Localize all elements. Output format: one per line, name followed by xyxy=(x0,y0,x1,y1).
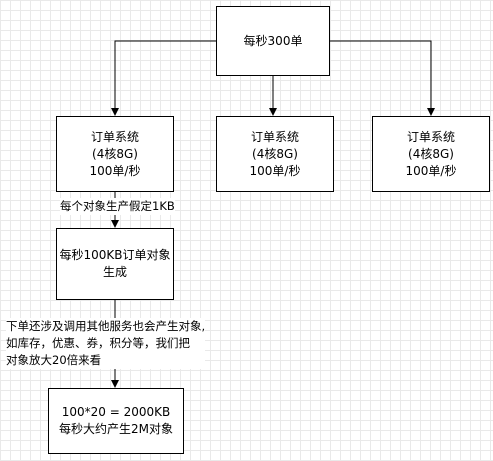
result-box-line1: 100*20 = 2000KB xyxy=(61,405,171,419)
order-system-box-1: 订单系统 (4核8G) 100单/秒 xyxy=(56,116,174,192)
gen-box-line2: 生成 xyxy=(102,265,127,279)
object-generation-box: 每秒100KB订单对象 生成 xyxy=(56,228,174,300)
note-2-line1: 下单还涉及调用其他服务也会产生对象, xyxy=(6,319,206,333)
result-box: 100*20 = 2000KB 每秒大约产生2M对象 xyxy=(48,388,184,454)
edge-note-amplification: 下单还涉及调用其他服务也会产生对象, 如库存，优惠、券，积分等，我们把 对象放大… xyxy=(6,318,206,369)
order-system-box-2: 订单系统 (4核8G) 100单/秒 xyxy=(216,116,334,192)
order-box-1-line2: (4核8G) xyxy=(92,146,138,161)
order-box-3-line1: 订单系统 xyxy=(406,129,455,144)
note-2-line2: 如库存，优惠、券，积分等，我们把 xyxy=(6,336,190,350)
order-box-2-line3: 100单/秒 xyxy=(249,163,301,178)
top-box-label: 每秒300单 xyxy=(243,33,303,48)
result-box-line2: 每秒大约产生2M对象 xyxy=(59,422,173,436)
order-box-2-line1: 订单系统 xyxy=(250,129,299,144)
top-box: 每秒300单 xyxy=(216,6,330,76)
edge-note-object-size: 每个对象生产假定1KB xyxy=(60,198,175,215)
order-system-box-3: 订单系统 (4核8G) 100单/秒 xyxy=(372,116,490,192)
gen-box-line1: 每秒100KB订单对象 xyxy=(59,248,171,262)
order-box-1-line3: 100单/秒 xyxy=(89,163,141,178)
order-box-3-line2: (4核8G) xyxy=(408,146,454,161)
note-2-line3: 对象放大20倍来看 xyxy=(6,353,102,367)
order-box-3-line3: 100单/秒 xyxy=(405,163,457,178)
connector-top-to-order-3 xyxy=(330,40,435,116)
connector-top-to-order-1 xyxy=(111,40,216,116)
order-box-2-line2: (4核8G) xyxy=(252,146,298,161)
order-box-1-line1: 订单系统 xyxy=(90,129,139,144)
